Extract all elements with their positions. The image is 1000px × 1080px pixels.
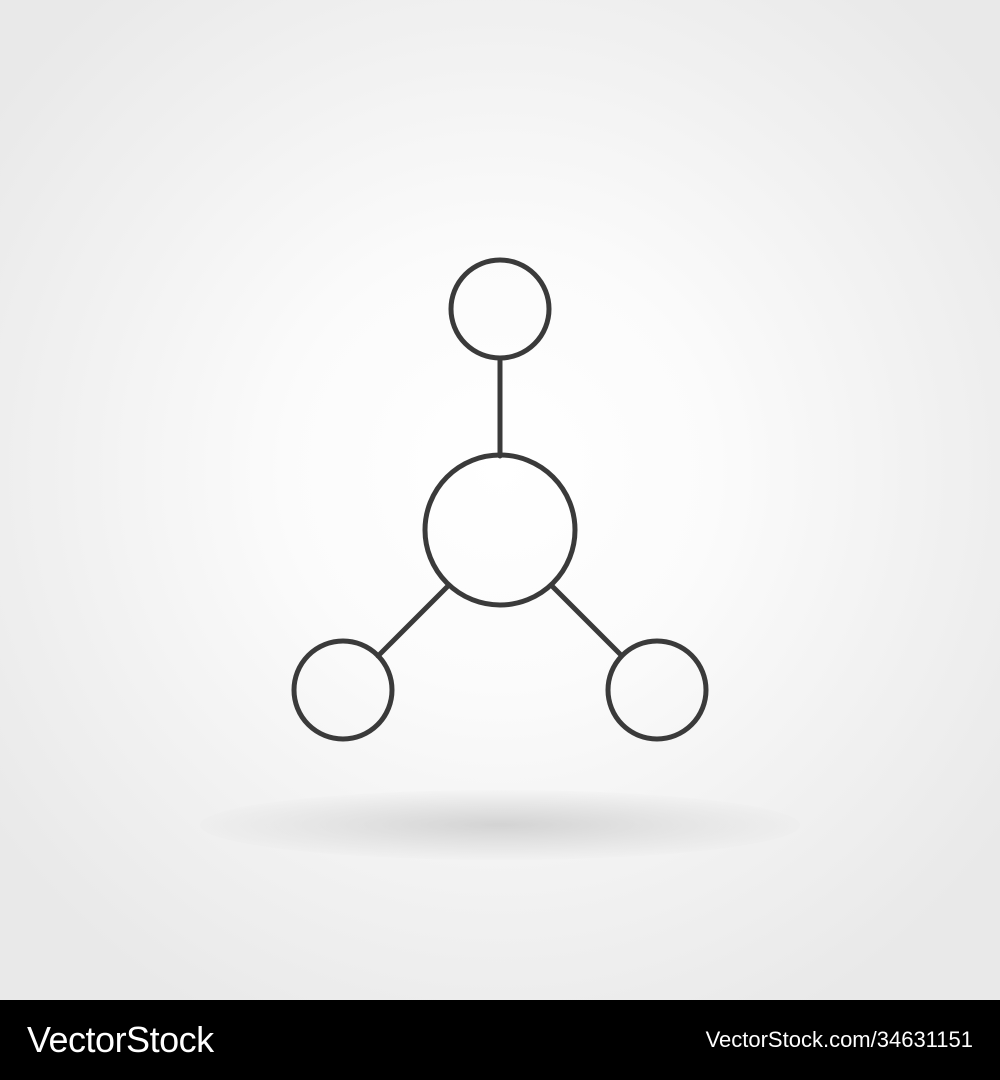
connector-line-left [375, 584, 450, 659]
watermark-footer: VectorStock VectorStock.com/34631151 [0, 1000, 1000, 1080]
right-node-circle [605, 638, 709, 742]
connector-line-right [550, 584, 624, 658]
top-node-circle [448, 257, 552, 361]
center-node-circle [422, 452, 578, 608]
image-reference-text: VectorStock.com/34631151 [705, 1027, 973, 1052]
left-node-circle [291, 638, 395, 742]
molecule-network-icon [291, 257, 709, 742]
brand-logo-text: VectorStock [27, 1019, 214, 1060]
icon-shadow [200, 790, 800, 860]
illustration-canvas [0, 0, 1000, 1000]
